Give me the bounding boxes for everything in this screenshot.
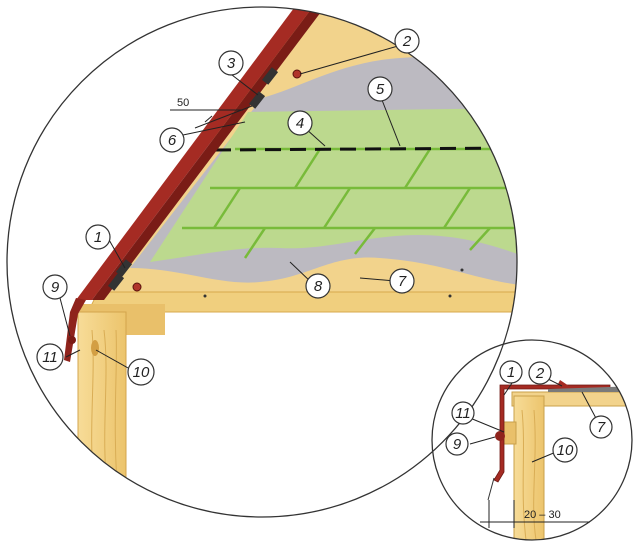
svg-text:7: 7: [398, 273, 407, 290]
callout-8: 8: [305, 273, 331, 299]
svg-text:3: 3: [227, 55, 236, 72]
svg-text:11: 11: [455, 405, 471, 422]
fastener-dot: [460, 268, 464, 272]
drip-edge-flashing: [76, 7, 318, 300]
vent-grille-low: [115, 259, 133, 277]
overlap-label: 50: [177, 97, 189, 109]
gap-label: 20 – 30: [524, 509, 561, 521]
main-detail: [64, 7, 517, 513]
shingle-field: [150, 108, 517, 262]
section-callout-10: 10: [552, 437, 578, 463]
section-drip-line: [487, 477, 495, 501]
svg-text:9: 9: [453, 436, 462, 453]
nail-head: [68, 336, 76, 344]
vent-grille-top: [261, 67, 279, 85]
fastener-dot: [448, 294, 452, 298]
section-detail: [487, 380, 632, 540]
vent-grille-mid: [248, 91, 266, 109]
section-callout-2: 2: [528, 361, 552, 385]
svg-text:5: 5: [376, 81, 385, 98]
callout-10: 10: [127, 358, 155, 386]
svg-text:4: 4: [296, 115, 304, 132]
callout-5: 5: [367, 76, 393, 102]
section-callout-9: 9: [445, 432, 469, 456]
svg-text:2: 2: [535, 365, 545, 382]
callout-1: 1: [85, 224, 111, 250]
section-nail: [556, 380, 572, 388]
section-fascia-board: [513, 395, 545, 540]
section-wood-grain: [521, 409, 537, 540]
nailing-line: [214, 146, 517, 152]
callout-4: 4: [287, 110, 313, 136]
section-callout-11: 11: [451, 401, 475, 425]
svg-text:11: 11: [42, 349, 58, 366]
main-detail-border: [6, 6, 518, 518]
callout-2: 2: [394, 28, 420, 54]
section-callout-1: 1: [499, 360, 523, 384]
section-nail-head: [495, 431, 505, 441]
fastener-dot: [203, 294, 207, 298]
overlap-dimension: 50: [170, 97, 253, 129]
callout-7: 7: [389, 268, 415, 294]
fascia-board: [77, 311, 127, 513]
nail-head: [132, 282, 142, 292]
callout-11: 11: [36, 343, 64, 371]
section-callout-7: 7: [589, 415, 613, 439]
svg-text:9: 9: [51, 279, 60, 296]
vent-grille-low2: [107, 273, 125, 291]
svg-text:10: 10: [133, 364, 150, 381]
leaders-main: [59, 45, 401, 369]
callout-3: 3: [218, 50, 244, 76]
callout-9: 9: [42, 274, 68, 300]
svg-text:1: 1: [94, 229, 102, 246]
callout-6: 6: [159, 127, 185, 153]
section-detail-border: [431, 339, 633, 541]
svg-text:7: 7: [597, 419, 606, 436]
section-drip-edge: [493, 384, 611, 483]
drip-edge-hem: [64, 298, 86, 362]
svg-text:8: 8: [314, 278, 323, 295]
svg-text:6: 6: [168, 132, 177, 149]
gap-dimension: 20 – 30: [480, 500, 590, 528]
wood-knot: [91, 340, 99, 356]
svg-text:2: 2: [402, 33, 412, 50]
svg-text:1: 1: [507, 364, 515, 381]
svg-text:10: 10: [557, 442, 574, 459]
nail-head: [292, 69, 302, 79]
